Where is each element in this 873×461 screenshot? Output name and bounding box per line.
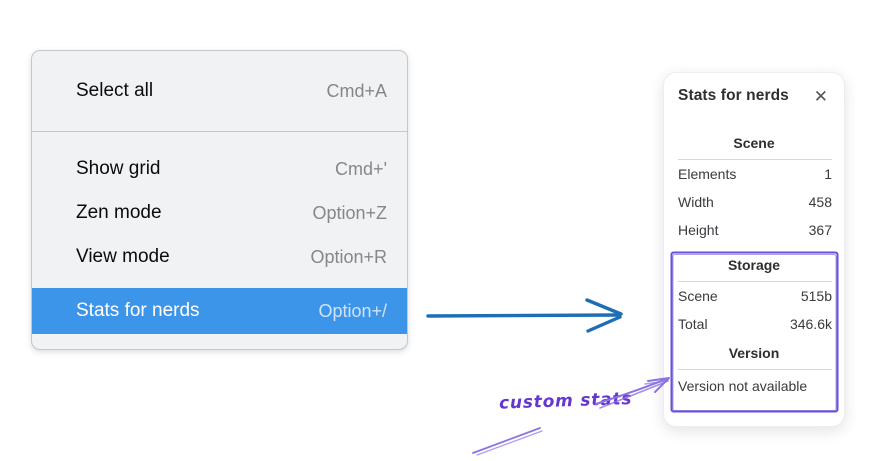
annotation-underline-stroke — [472, 427, 543, 456]
version-note: Version not available — [678, 378, 808, 394]
menu-divider — [32, 131, 407, 132]
menu-item-label: Zen mode — [76, 202, 162, 223]
menu-item-label: Stats for nerds — [76, 300, 200, 321]
menu-item-label: View mode — [76, 246, 170, 267]
stat-row-total-size: Total 346.6k — [664, 310, 844, 338]
menu-item-shortcut: Cmd+' — [335, 158, 387, 179]
stats-panel: Stats for nerds ✕ Scene Elements 1 Width… — [663, 72, 845, 427]
menu-item-shortcut: Option+/ — [318, 300, 387, 321]
menu-item-select-all[interactable]: Select all Cmd+A — [32, 71, 407, 111]
stat-label: Scene — [678, 288, 718, 304]
stat-label: Elements — [678, 166, 737, 182]
divider — [678, 159, 832, 160]
stat-value: 346.6k — [789, 316, 832, 332]
stat-row-height: Height 367 — [664, 216, 844, 244]
menu-item-view-mode[interactable]: View mode Option+R — [32, 235, 407, 279]
stat-value: 458 — [808, 194, 832, 210]
divider — [678, 369, 832, 370]
menu-item-label: Show grid — [76, 158, 161, 179]
close-icon[interactable]: ✕ — [810, 86, 832, 107]
menu-item-shortcut: Option+R — [310, 246, 387, 267]
menu-item-zen-mode[interactable]: Zen mode Option+Z — [32, 191, 407, 235]
menu-item-shortcut: Cmd+A — [326, 80, 387, 101]
stat-value: 1 — [824, 166, 832, 182]
menu-item-label: Select all — [76, 80, 154, 101]
stats-panel-title: Stats for nerds — [678, 87, 789, 104]
storage-section-heading: Storage — [727, 257, 781, 273]
annotation-label: custom stats — [498, 388, 633, 414]
context-menu: Select all Cmd+A Show grid Cmd+' Zen mod… — [31, 50, 408, 350]
stat-value: 367 — [808, 222, 832, 238]
stat-label: Total — [678, 316, 708, 332]
pointer-arrow — [426, 298, 623, 333]
stat-label: Height — [678, 222, 719, 238]
scene-section-heading: Scene — [733, 135, 775, 151]
stats-panel-header: Stats for nerds ✕ — [664, 73, 844, 107]
stat-row-width: Width 458 — [664, 188, 844, 216]
stat-row-scene-size: Scene 515b — [664, 282, 844, 310]
stat-label: Width — [678, 194, 714, 210]
menu-item-stats-for-nerds[interactable]: Stats for nerds Option+/ — [32, 288, 407, 334]
stat-value: 515b — [800, 288, 832, 304]
menu-item-shortcut: Option+Z — [312, 202, 387, 223]
menu-item-show-grid[interactable]: Show grid Cmd+' — [32, 147, 407, 191]
stat-row-elements: Elements 1 — [664, 160, 844, 188]
version-section-heading: Version — [728, 345, 780, 361]
